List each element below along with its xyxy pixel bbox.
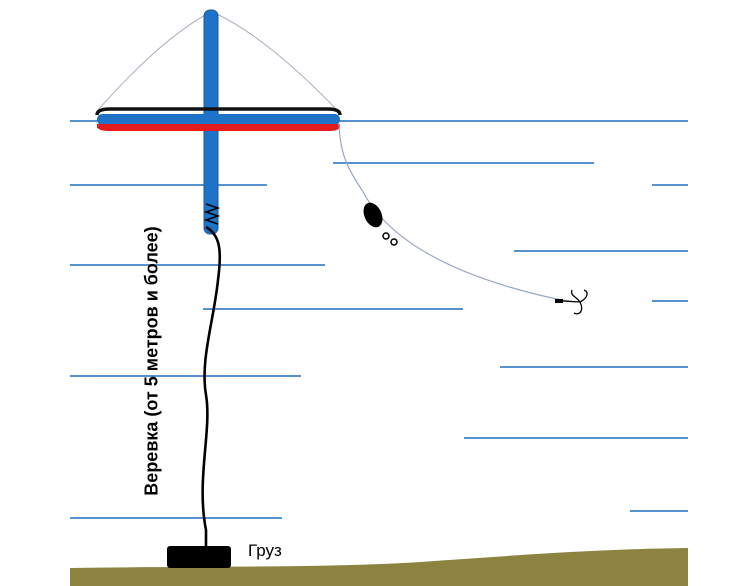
weight-block [167, 546, 231, 568]
water-lines [70, 120, 688, 519]
swivel [555, 299, 563, 303]
weight-label: Груз [248, 541, 282, 560]
lake-bottom [70, 548, 688, 586]
rope [201, 225, 222, 548]
mast-stays [96, 13, 339, 112]
disk-float [95, 107, 342, 131]
spring-icon [203, 203, 221, 225]
treble-hook-icon [562, 289, 588, 315]
rope-label: Веревка (от 5 метров и более) [141, 226, 162, 496]
fishing-line [338, 123, 576, 303]
float-icon [363, 202, 398, 246]
